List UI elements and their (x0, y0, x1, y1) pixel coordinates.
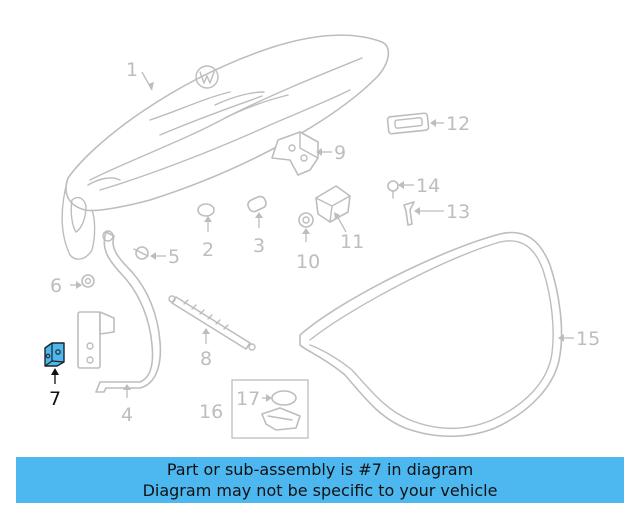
part-9[interactable] (271, 131, 319, 176)
info-banner: Part or sub-assembly is #7 in diagram Di… (16, 457, 624, 503)
callout-9[interactable]: 9 (334, 142, 346, 164)
part-5[interactable] (133, 246, 149, 260)
callout-8[interactable]: 8 (200, 348, 212, 370)
callout-17[interactable]: 17 (236, 388, 260, 410)
part-4[interactable] (77, 230, 162, 393)
callout-10[interactable]: 10 (296, 251, 320, 273)
callout-5[interactable]: 5 (168, 246, 180, 268)
part-17[interactable] (271, 390, 297, 406)
callout-7[interactable]: 7 (49, 388, 61, 410)
callout-3[interactable]: 3 (253, 235, 265, 257)
callout-1[interactable]: 1 (126, 59, 138, 81)
part-3[interactable] (246, 195, 267, 213)
callout-16[interactable]: 16 (199, 401, 223, 423)
part-8-gas-strut[interactable] (168, 295, 256, 351)
callout-14[interactable]: 14 (416, 175, 440, 197)
part-2[interactable] (197, 203, 215, 217)
callout-11[interactable]: 11 (340, 231, 364, 253)
callout-13[interactable]: 13 (446, 201, 470, 223)
banner-line-1: Part or sub-assembly is #7 in diagram (166, 460, 474, 479)
part-13[interactable] (403, 201, 415, 226)
callout-4[interactable]: 4 (121, 404, 133, 426)
callout-2[interactable]: 2 (202, 239, 214, 261)
parts-diagram: 1 12 9 14 13 11 10 (44, 34, 600, 439)
callout-12[interactable]: 12 (446, 113, 470, 135)
part-11[interactable] (315, 185, 351, 223)
callout-15[interactable]: 15 (576, 328, 600, 350)
part-15-weatherstrip-seal[interactable] (299, 231, 563, 438)
part-14[interactable] (387, 180, 399, 199)
part-10[interactable] (298, 212, 314, 228)
part-12[interactable] (386, 112, 430, 135)
part-7-bracket-highlighted[interactable] (44, 342, 65, 367)
callout-6[interactable]: 6 (50, 275, 62, 297)
part-6[interactable] (81, 274, 95, 288)
banner-line-2: Diagram may not be specific to your vehi… (142, 481, 498, 500)
part-1-trunk-lid[interactable] (61, 34, 390, 260)
